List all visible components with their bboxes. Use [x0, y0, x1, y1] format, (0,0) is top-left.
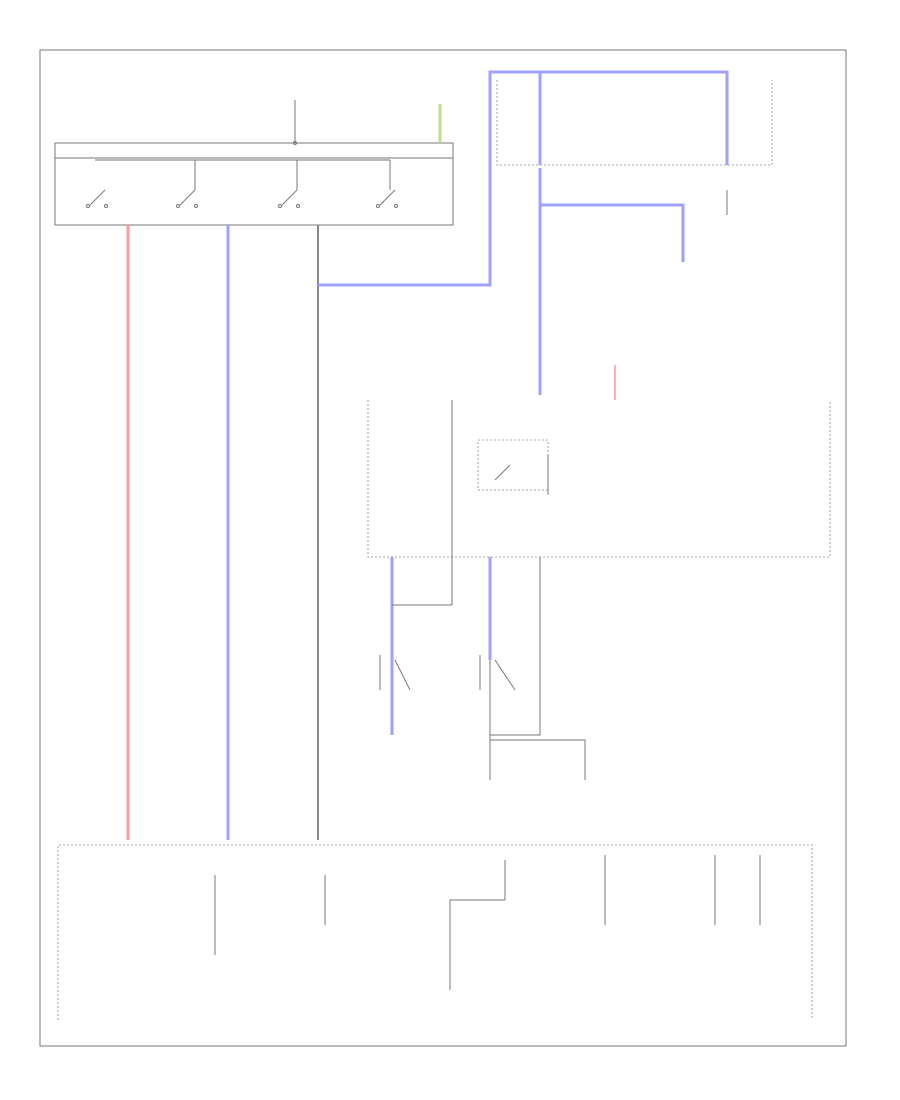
under-hood-relay-box — [496, 70, 773, 166]
top-fuse-feed — [293, 100, 297, 145]
blue-wire-feed — [318, 70, 540, 287]
ignition-switch-box — [54, 142, 454, 226]
bottom-junction-block — [57, 844, 813, 1020]
switch-contact-3 — [278, 160, 300, 208]
switch-contact-2 — [176, 160, 198, 208]
lower-relay-2 — [479, 655, 516, 691]
switch-contact-4 — [376, 160, 398, 208]
gray-return-wire — [490, 557, 541, 736]
page-frame — [39, 49, 847, 1047]
split-wire — [490, 739, 586, 780]
blue-wire-branch — [540, 203, 685, 262]
engine-control-box — [367, 400, 831, 558]
lower-relay-1 — [379, 655, 411, 691]
switch-contact-1 — [86, 189, 108, 208]
